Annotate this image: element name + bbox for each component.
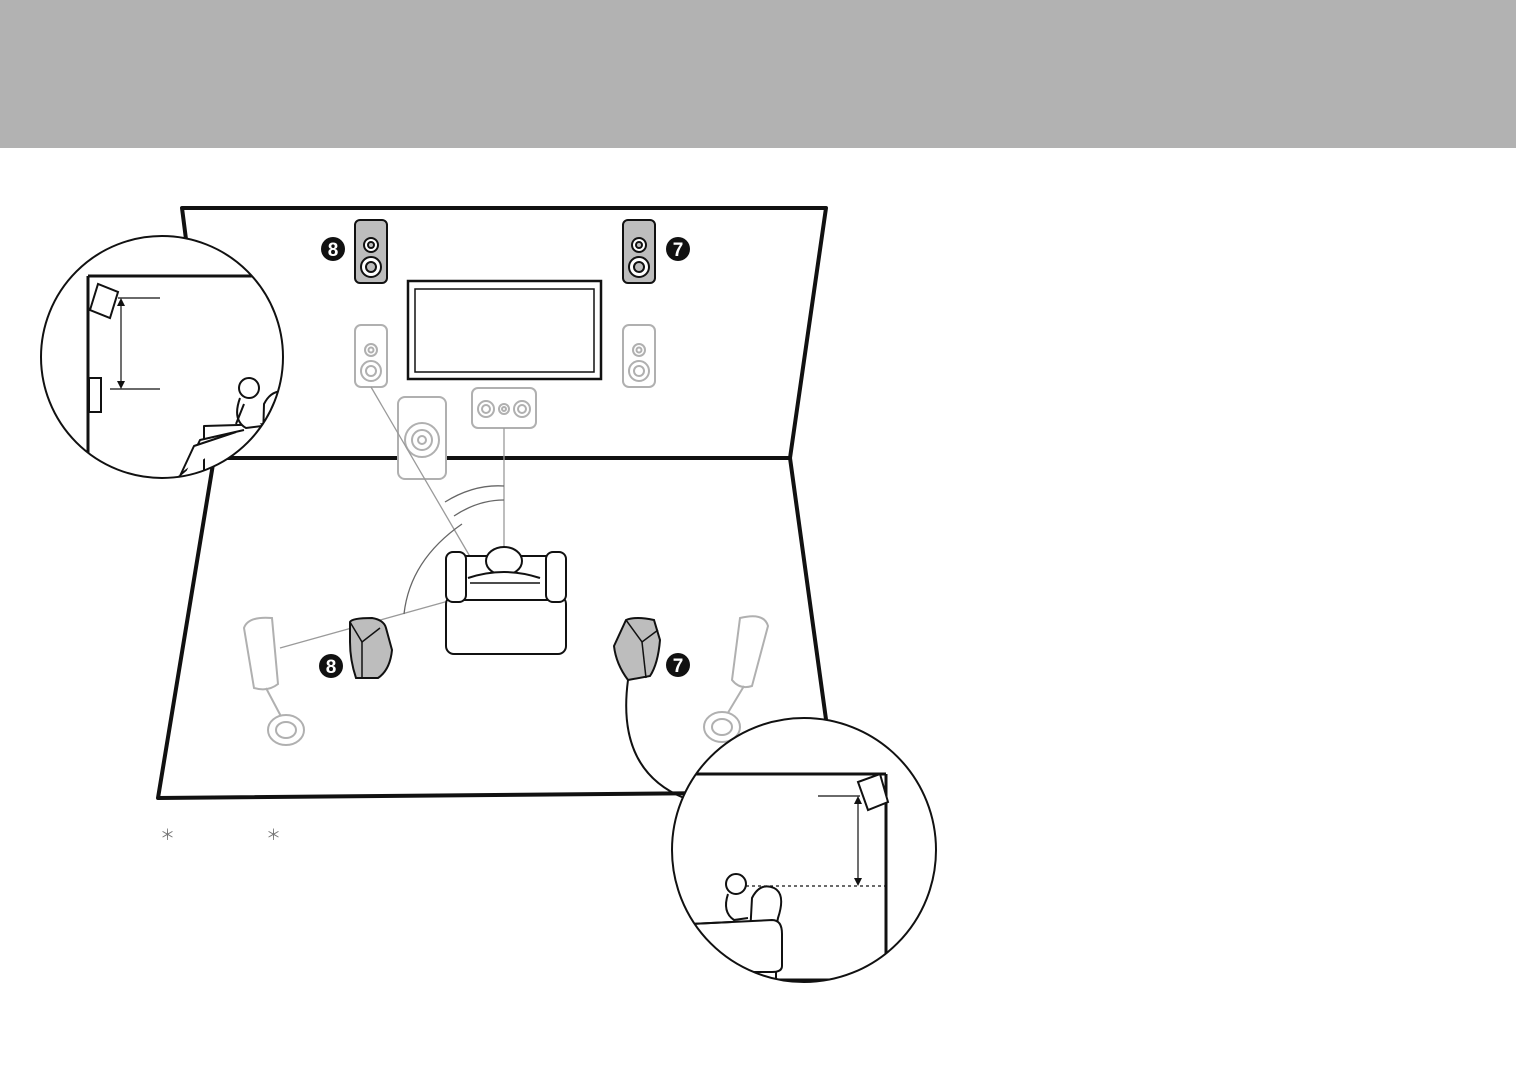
footnote-mark-2: ＊ xyxy=(266,827,282,844)
rear-high-left-speaker xyxy=(349,616,394,679)
surround-right-speaker xyxy=(703,615,770,743)
front-high-left-speaker xyxy=(354,219,388,284)
front-high-right-speaker xyxy=(622,219,656,284)
marker-rear-high-left: 8 xyxy=(319,654,343,678)
marker-rear-high-right: 7 xyxy=(666,653,690,677)
footnote-mark-1: ＊ xyxy=(160,827,176,844)
svg-text:7: 7 xyxy=(673,656,684,677)
svg-text:8: 8 xyxy=(328,240,339,261)
svg-text:8: 8 xyxy=(326,657,337,678)
center-speaker xyxy=(471,387,537,429)
front-right-speaker xyxy=(622,324,656,388)
marker-front-high-left: 8 xyxy=(321,237,345,261)
svg-text:7: 7 xyxy=(673,240,684,261)
rear-high-side-view xyxy=(671,717,937,983)
header-band xyxy=(0,0,1516,148)
rear-high-right-speaker xyxy=(612,617,662,682)
marker-front-high-right: 7 xyxy=(666,237,690,261)
tv-screen xyxy=(406,279,603,381)
front-left-speaker xyxy=(354,324,388,388)
listener-sofa xyxy=(445,546,567,655)
surround-left-speaker xyxy=(242,616,305,746)
subwoofer xyxy=(397,396,447,480)
zoom-leader-line xyxy=(625,679,685,799)
